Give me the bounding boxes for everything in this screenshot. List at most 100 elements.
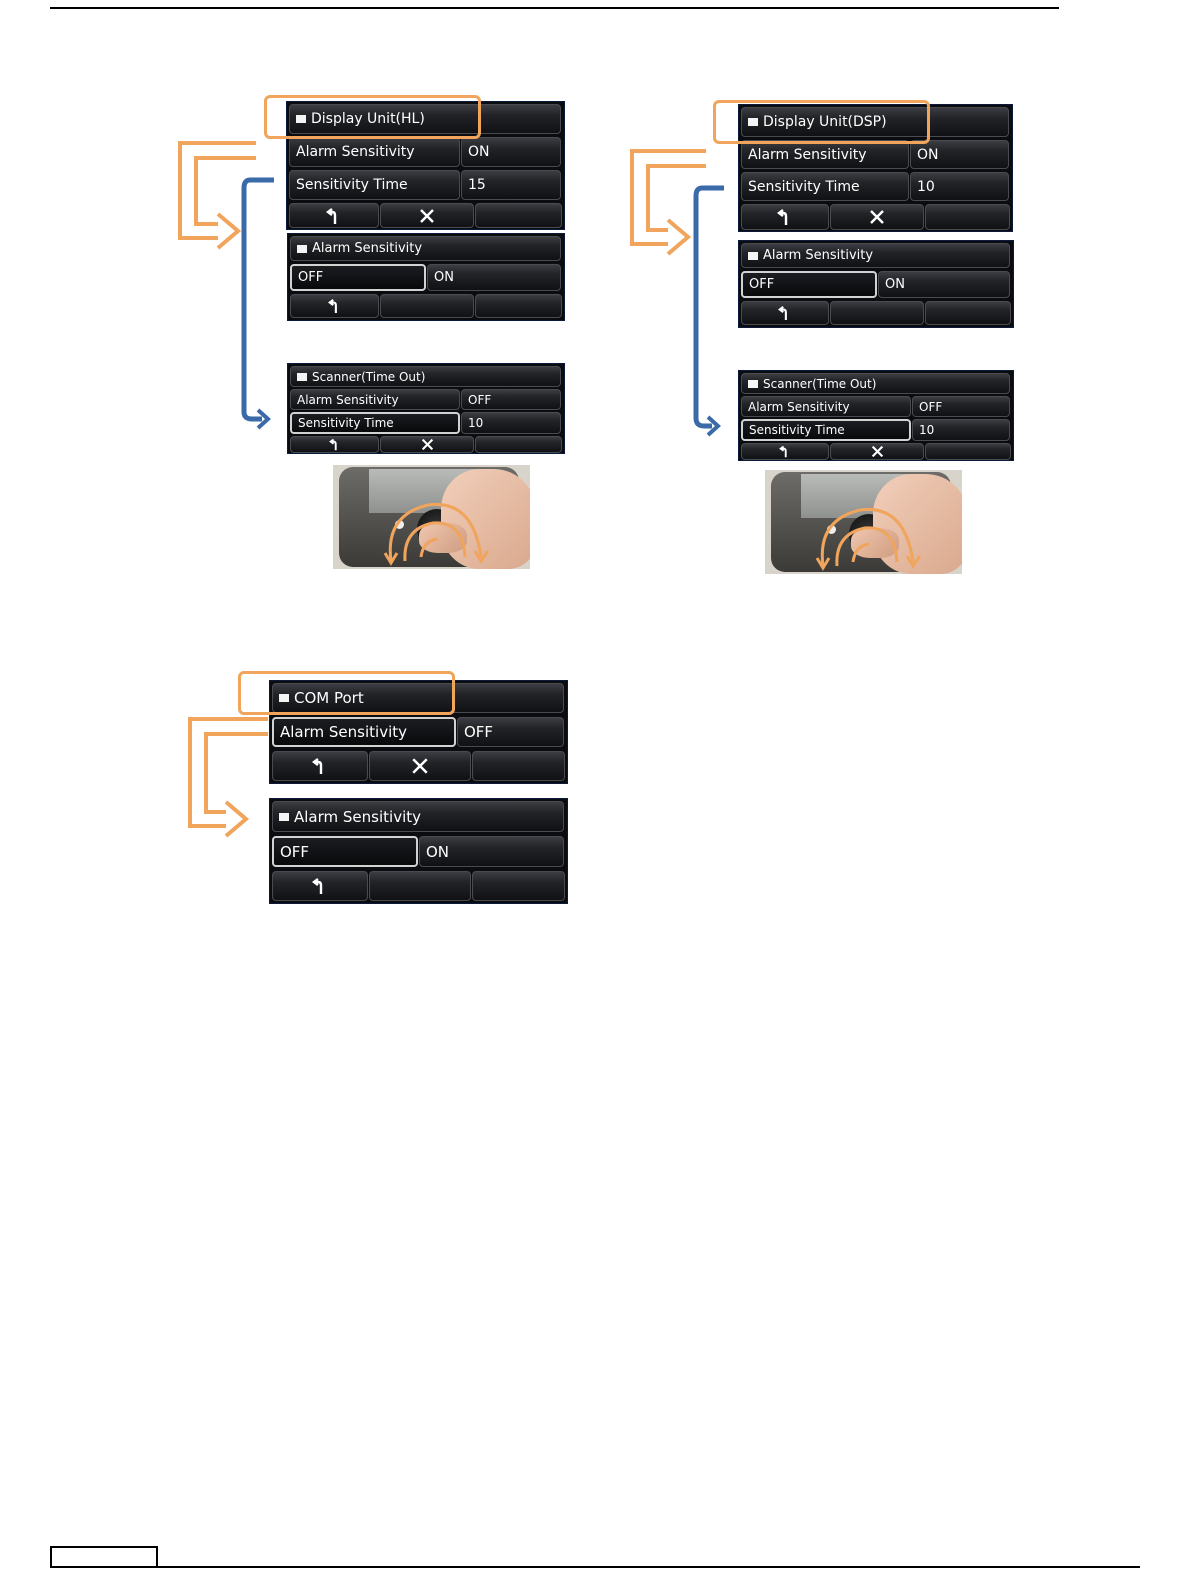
empty-button[interactable]	[475, 436, 562, 453]
empty-button[interactable]	[925, 443, 1011, 460]
menu-title-bar: Display Unit(HL)	[289, 104, 561, 134]
empty-button[interactable]	[830, 301, 924, 325]
back-arrow-icon	[328, 438, 341, 451]
flow-arrow-orange	[178, 141, 256, 250]
flow-arrow-orange	[630, 149, 706, 256]
menu-title-bar: Display Unit(DSP)	[741, 107, 1009, 137]
menu-title: Scanner(Time Out)	[312, 369, 426, 384]
flag-icon	[297, 372, 307, 381]
option-on[interactable]: ON	[419, 836, 564, 867]
alarm-sensitivity-value[interactable]: ON	[910, 140, 1009, 169]
option-off[interactable]: OFF	[290, 264, 426, 291]
alarm-sensitivity-item[interactable]: Alarm Sensitivity	[741, 396, 911, 417]
flag-icon	[748, 251, 758, 260]
close-button[interactable]	[380, 203, 474, 228]
title-highlight-box	[264, 95, 481, 139]
close-button[interactable]	[830, 204, 924, 230]
menu-title: COM Port	[294, 689, 364, 707]
back-button[interactable]	[272, 751, 368, 781]
back-arrow-icon	[778, 305, 792, 321]
page-number-tab	[50, 1546, 158, 1568]
menu-title: Alarm Sensitivity	[312, 241, 423, 256]
display-unit-hl-menu: Display Unit(HL) Alarm Sensitivity ON Se…	[286, 101, 565, 230]
back-button[interactable]	[272, 871, 368, 901]
flag-icon	[748, 379, 758, 388]
alarm-sensitivity-value[interactable]: ON	[461, 137, 561, 167]
option-off[interactable]: OFF	[741, 271, 877, 298]
back-arrow-icon	[312, 877, 328, 895]
empty-button[interactable]	[472, 751, 565, 781]
close-button[interactable]	[380, 436, 474, 453]
sensitivity-time-item[interactable]: Sensitivity Time	[290, 412, 460, 434]
alarm-sensitivity-menu: Alarm Sensitivity OFF ON	[269, 798, 568, 904]
back-arrow-icon	[327, 298, 342, 314]
empty-button[interactable]	[475, 294, 562, 318]
empty-button[interactable]	[380, 294, 474, 318]
menu-title: Scanner(Time Out)	[763, 376, 877, 391]
option-off[interactable]: OFF	[272, 836, 418, 867]
alarm-sensitivity-item[interactable]: Alarm Sensitivity	[289, 137, 460, 167]
alarm-sensitivity-item[interactable]: Alarm Sensitivity	[272, 717, 456, 747]
rotation-arrows-icon	[815, 507, 922, 571]
close-button[interactable]	[830, 443, 924, 460]
device-knob-photo	[765, 470, 962, 574]
sensitivity-time-item[interactable]: Sensitivity Time	[289, 170, 460, 200]
pwr-button	[395, 520, 404, 529]
flag-icon	[279, 694, 289, 702]
display-unit-dsp-menu: Display Unit(DSP) Alarm Sensitivity ON S…	[738, 104, 1013, 232]
sensitivity-time-value[interactable]: 10	[910, 172, 1009, 201]
alarm-sensitivity-value[interactable]: OFF	[461, 389, 561, 410]
back-arrow-icon	[779, 445, 791, 458]
back-button[interactable]	[290, 294, 379, 318]
bottom-rule	[50, 1566, 1140, 1568]
menu-title-bar: Scanner(Time Out)	[741, 373, 1010, 394]
flow-arrow-blue	[693, 185, 724, 437]
menu-title: Alarm Sensitivity	[294, 807, 421, 826]
back-button[interactable]	[290, 436, 379, 453]
thumb	[419, 523, 467, 553]
sensitivity-time-item[interactable]: Sensitivity Time	[741, 172, 909, 201]
sensitivity-time-value[interactable]: 10	[461, 412, 561, 434]
alarm-sensitivity-item[interactable]: Alarm Sensitivity	[741, 140, 909, 169]
empty-button[interactable]	[472, 871, 565, 901]
scanner-time-out-menu: Scanner(Time Out) Alarm Sensitivity OFF …	[738, 370, 1014, 461]
back-button[interactable]	[289, 203, 379, 228]
alarm-sensitivity-item[interactable]: Alarm Sensitivity	[290, 389, 460, 410]
flag-icon	[296, 115, 306, 123]
empty-button[interactable]	[369, 871, 471, 901]
menu-title-bar: Scanner(Time Out)	[290, 366, 561, 387]
close-button[interactable]	[369, 751, 471, 781]
flag-icon	[279, 812, 289, 821]
empty-button[interactable]	[475, 203, 562, 228]
close-x-icon	[871, 445, 884, 458]
menu-title: Display Unit(HL)	[311, 111, 425, 127]
sensitivity-time-value[interactable]: 10	[912, 419, 1010, 441]
rotation-arrows-icon	[383, 502, 490, 566]
back-button[interactable]	[741, 301, 829, 325]
alarm-sensitivity-menu: Alarm Sensitivity OFF ON	[287, 233, 565, 321]
empty-button[interactable]	[925, 204, 1010, 230]
close-x-icon	[869, 209, 885, 225]
option-on[interactable]: ON	[878, 271, 1010, 298]
back-button[interactable]	[741, 204, 829, 230]
back-button[interactable]	[741, 443, 829, 460]
close-x-icon	[419, 208, 435, 224]
title-highlight-box	[238, 671, 455, 715]
close-x-icon	[411, 757, 429, 775]
alarm-sensitivity-value[interactable]: OFF	[912, 396, 1010, 417]
empty-button[interactable]	[925, 301, 1011, 325]
back-arrow-icon	[777, 208, 793, 226]
option-on[interactable]: ON	[427, 264, 561, 291]
top-rule	[50, 7, 1059, 9]
device-knob-photo	[333, 465, 530, 569]
title-highlight-box	[713, 100, 930, 144]
alarm-sensitivity-value[interactable]: OFF	[457, 717, 564, 747]
back-arrow-icon	[312, 757, 328, 775]
sensitivity-time-value[interactable]: 15	[461, 170, 561, 200]
flow-arrow-orange	[188, 717, 268, 838]
menu-title-bar: Alarm Sensitivity	[290, 236, 561, 261]
alarm-sensitivity-menu: Alarm Sensitivity OFF ON	[738, 240, 1014, 328]
flag-icon	[297, 244, 307, 253]
sensitivity-time-item[interactable]: Sensitivity Time	[741, 419, 911, 441]
